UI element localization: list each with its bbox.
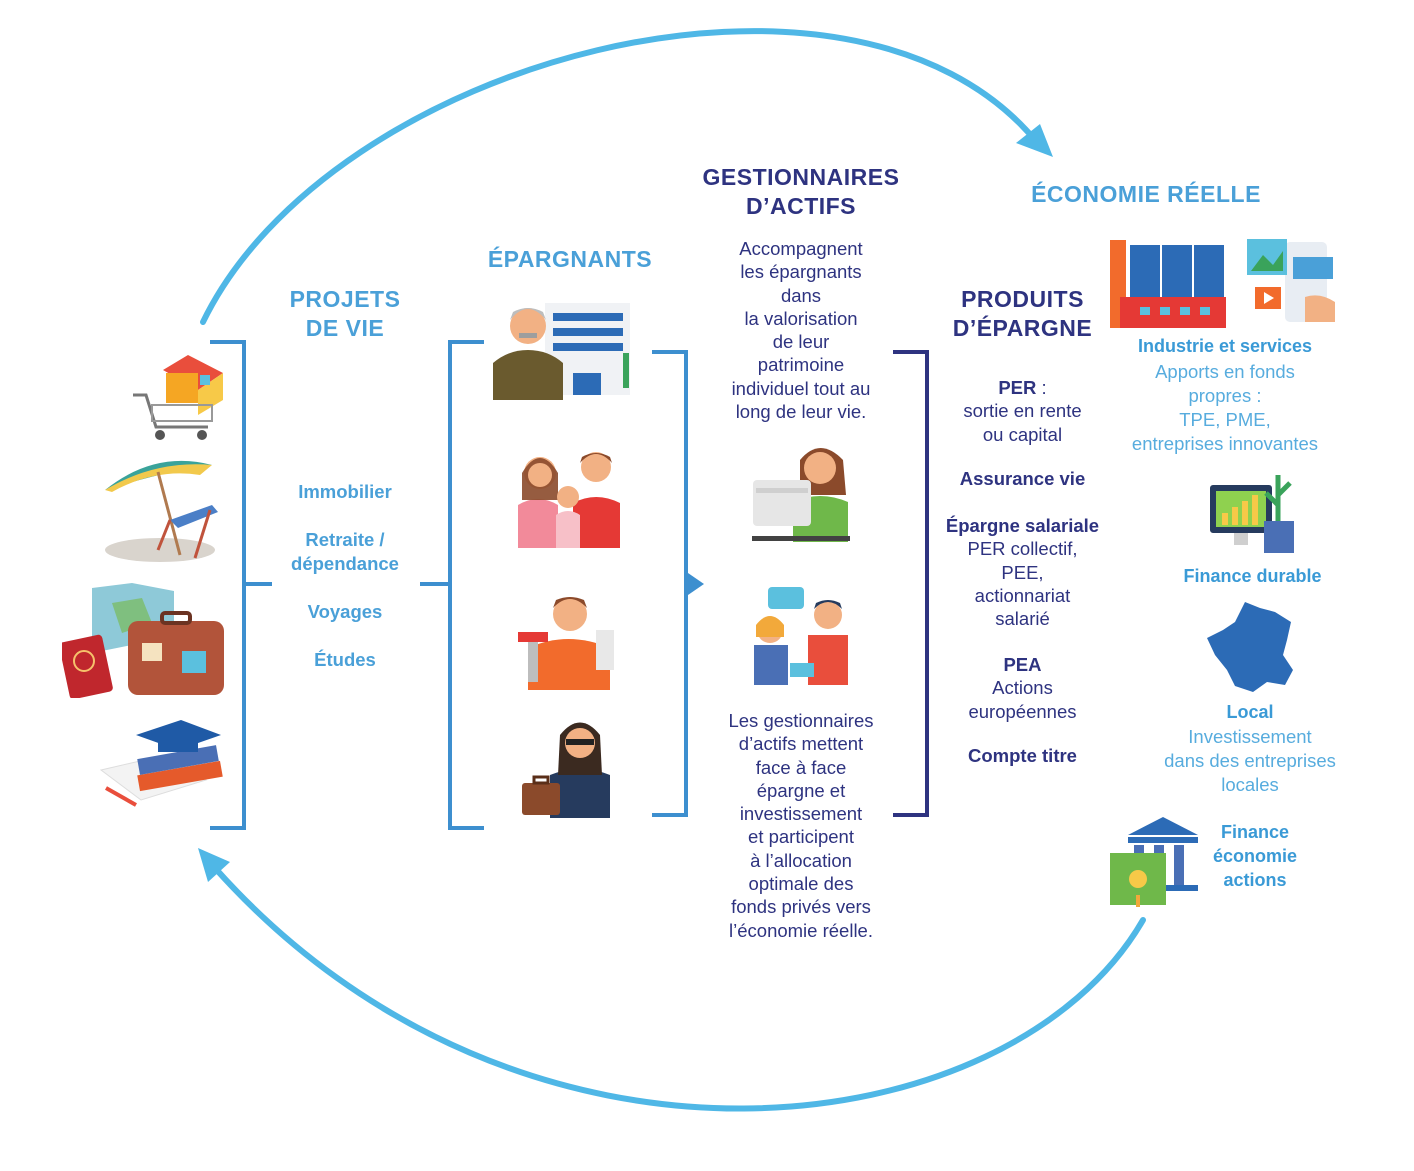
meeting-icon: [754, 587, 848, 685]
produit-per-label: PER: [998, 377, 1037, 398]
graduation-books-icon: [99, 720, 223, 807]
projet-retraite: Retraite / dépendance: [291, 529, 399, 574]
produit-compte-titre: Compte titre: [968, 745, 1077, 766]
projet-etudes: Études: [314, 649, 376, 670]
epargnants-title: ÉPARGNANTS: [487, 246, 653, 272]
beach-umbrella-chair-icon: [105, 460, 218, 562]
projet-immobilier: Immobilier: [298, 481, 392, 502]
industrie-services-text: Apports en fonds propres : TPE, PME, ent…: [1131, 361, 1319, 454]
france-map-icon: [1207, 602, 1293, 692]
cycle-arrowhead-bottom: [198, 848, 230, 882]
bracket-epargnants-open: [448, 340, 484, 830]
produit-pea: PEA Actions européennes: [968, 654, 1077, 722]
projets-de-vie-title: PROJETS DE VIE: [289, 286, 401, 341]
cycle-arrow-bottom: [212, 865, 1146, 1112]
economie-title: ÉCONOMIE RÉELLE: [1031, 181, 1261, 207]
gestionnaires-intro: Accompagnent les épargnants dans la valo…: [731, 238, 871, 423]
local-text: Investissement dans des entreprises loca…: [1164, 726, 1336, 795]
worker-icon: [518, 597, 614, 690]
senior-man-icon: [493, 303, 630, 400]
digital-services-icon: [1247, 239, 1335, 322]
finance-durable-title: Finance durable: [1183, 566, 1322, 586]
family-icon: [518, 452, 620, 548]
projet-voyages: Voyages: [307, 601, 383, 622]
businesswoman-icon: [522, 722, 610, 818]
industrie-services-title: Industrie et services: [1137, 336, 1313, 356]
factory-icon: [1110, 240, 1226, 328]
travel-map-suitcase-icon: [62, 583, 224, 698]
gestionnaires-outro: Les gestionnaires d’actifs mettent face …: [728, 710, 874, 941]
produit-assurance-vie: Assurance vie: [959, 468, 1086, 489]
shopping-cart-house-icon: [133, 355, 223, 440]
cycle-arrow-top: [200, 28, 1038, 325]
cycle-arrowhead-top: [1016, 124, 1053, 157]
produits-title: PRODUITS D’ÉPARGNE: [952, 286, 1093, 341]
produit-epargne-salariale: Épargne salariale PER collectif, PEE, ac…: [945, 515, 1100, 630]
sustainable-finance-icon: [1210, 475, 1294, 553]
gestionnaires-title: GESTIONNAIRES D’ACTIFS: [702, 164, 900, 219]
advisor-computer-icon: [752, 448, 850, 542]
produit-per: PER : sortie en rente ou capital: [963, 377, 1082, 445]
finance-economie-actions: Finance économie actions: [1212, 822, 1298, 890]
arrow-to-gestionnaires: [688, 573, 704, 595]
local-title: Local: [1226, 702, 1274, 722]
bank-money-icon: [1110, 817, 1198, 907]
bracket-produits: [893, 350, 929, 817]
bracket-epargnants-close: [652, 350, 688, 817]
